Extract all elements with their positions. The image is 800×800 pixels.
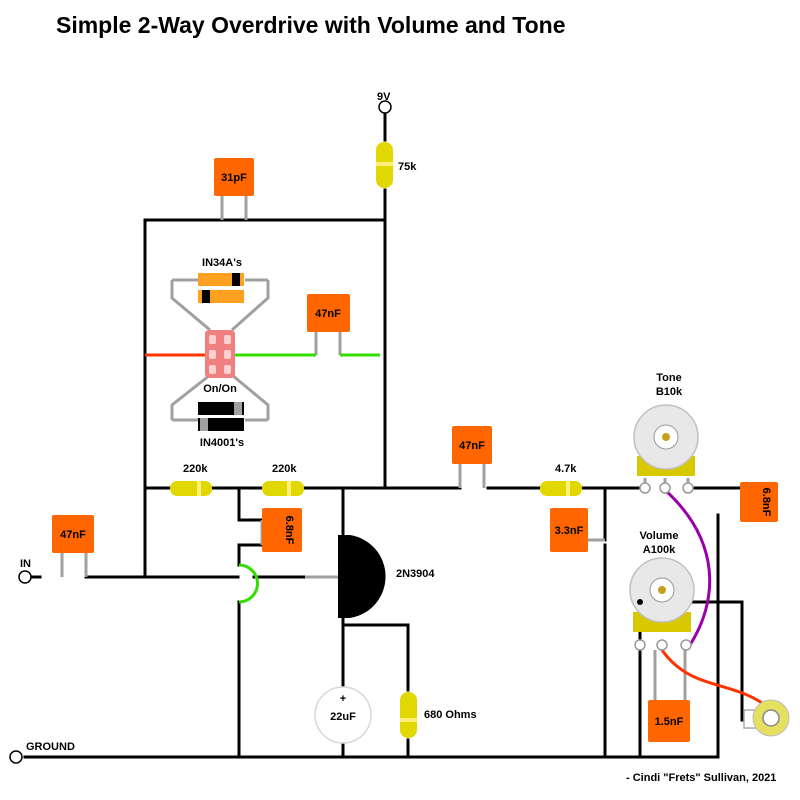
volume-pot-name: Volume (640, 530, 679, 542)
capacitor-31pf-label: 31pF (221, 172, 247, 184)
capacitor-3n3: 3.3nF (550, 508, 588, 552)
capacitor-6n8-feedback-label: 6.8nF (283, 516, 295, 545)
crossover-wire-green (238, 563, 259, 604)
input-terminal (18, 570, 32, 584)
capacitor-47nf-output: 47nF (452, 426, 492, 464)
on-on-switch[interactable] (205, 330, 235, 378)
volume-to-jack-red (660, 649, 766, 707)
resistor-220k-b (262, 481, 304, 496)
resistor-4k7-label: 4.7k (555, 463, 577, 475)
diode-pair-silicon (198, 402, 244, 431)
tone-to-volume-purple (663, 488, 712, 649)
component-leads (60, 196, 690, 700)
resistor-680 (400, 692, 417, 738)
input-label: IN (20, 558, 31, 570)
capacitor-22uf-plus: + (340, 693, 346, 705)
switch-label: On/On (203, 383, 237, 395)
capacitor-1n5: 1.5nF (648, 700, 690, 742)
capacitor-47nf-output-label: 47nF (459, 440, 485, 452)
tone-pot-name: Tone (656, 372, 681, 384)
capacitor-22uf-label: 22uF (330, 711, 356, 723)
tone-pot-value: B10k (656, 386, 683, 398)
resistor-220k-a (170, 481, 212, 496)
resistor-4k7 (540, 481, 582, 496)
capacitor-3n3-label: 3.3nF (555, 525, 584, 537)
capacitor-31pf: 31pF (214, 158, 254, 196)
capacitor-6n8-tone-label: 6.8nF (760, 488, 772, 517)
9v-label: 9V (377, 91, 391, 103)
resistor-220k-a-label: 220k (183, 463, 208, 475)
capacitor-6n8-tone: 6.8nF (740, 482, 778, 522)
diode-pair-germanium (198, 273, 244, 303)
volume-pot[interactable] (629, 557, 695, 651)
volume-pot-value: A100k (643, 544, 676, 556)
resistor-75k (376, 142, 393, 188)
transistor-2n3904 (338, 535, 386, 618)
ground-label: GROUND (26, 741, 75, 753)
9v-terminal (378, 100, 392, 114)
capacitor-47nf-input-label: 47nF (60, 529, 86, 541)
diodes-top-label: IN34A's (202, 257, 242, 269)
resistor-680-label: 680 Ohms (424, 709, 477, 721)
resistor-220k-b-label: 220k (272, 463, 297, 475)
ground-terminal (9, 750, 23, 764)
capacitor-47nf-switch-label: 47nF (315, 308, 341, 320)
capacitor-6n8-feedback: 6.8nF (262, 508, 302, 552)
output-jack-icon (743, 699, 790, 737)
author-credit: - Cindi "Frets" Sullivan, 2021 (626, 772, 777, 784)
capacitor-47nf-switch: 47nF (307, 294, 350, 332)
resistor-75k-label: 75k (398, 161, 417, 173)
diodes-bottom-label: IN4001's (200, 437, 244, 449)
transistor-label: 2N3904 (396, 568, 435, 580)
capacitor-22uf: + 22uF (314, 686, 372, 744)
capacitor-1n5-label: 1.5nF (655, 716, 684, 728)
capacitor-47nf-input: 47nF (52, 515, 94, 553)
tone-pot[interactable] (633, 404, 699, 494)
diagram-title: Simple 2-Way Overdrive with Volume and T… (56, 12, 566, 38)
